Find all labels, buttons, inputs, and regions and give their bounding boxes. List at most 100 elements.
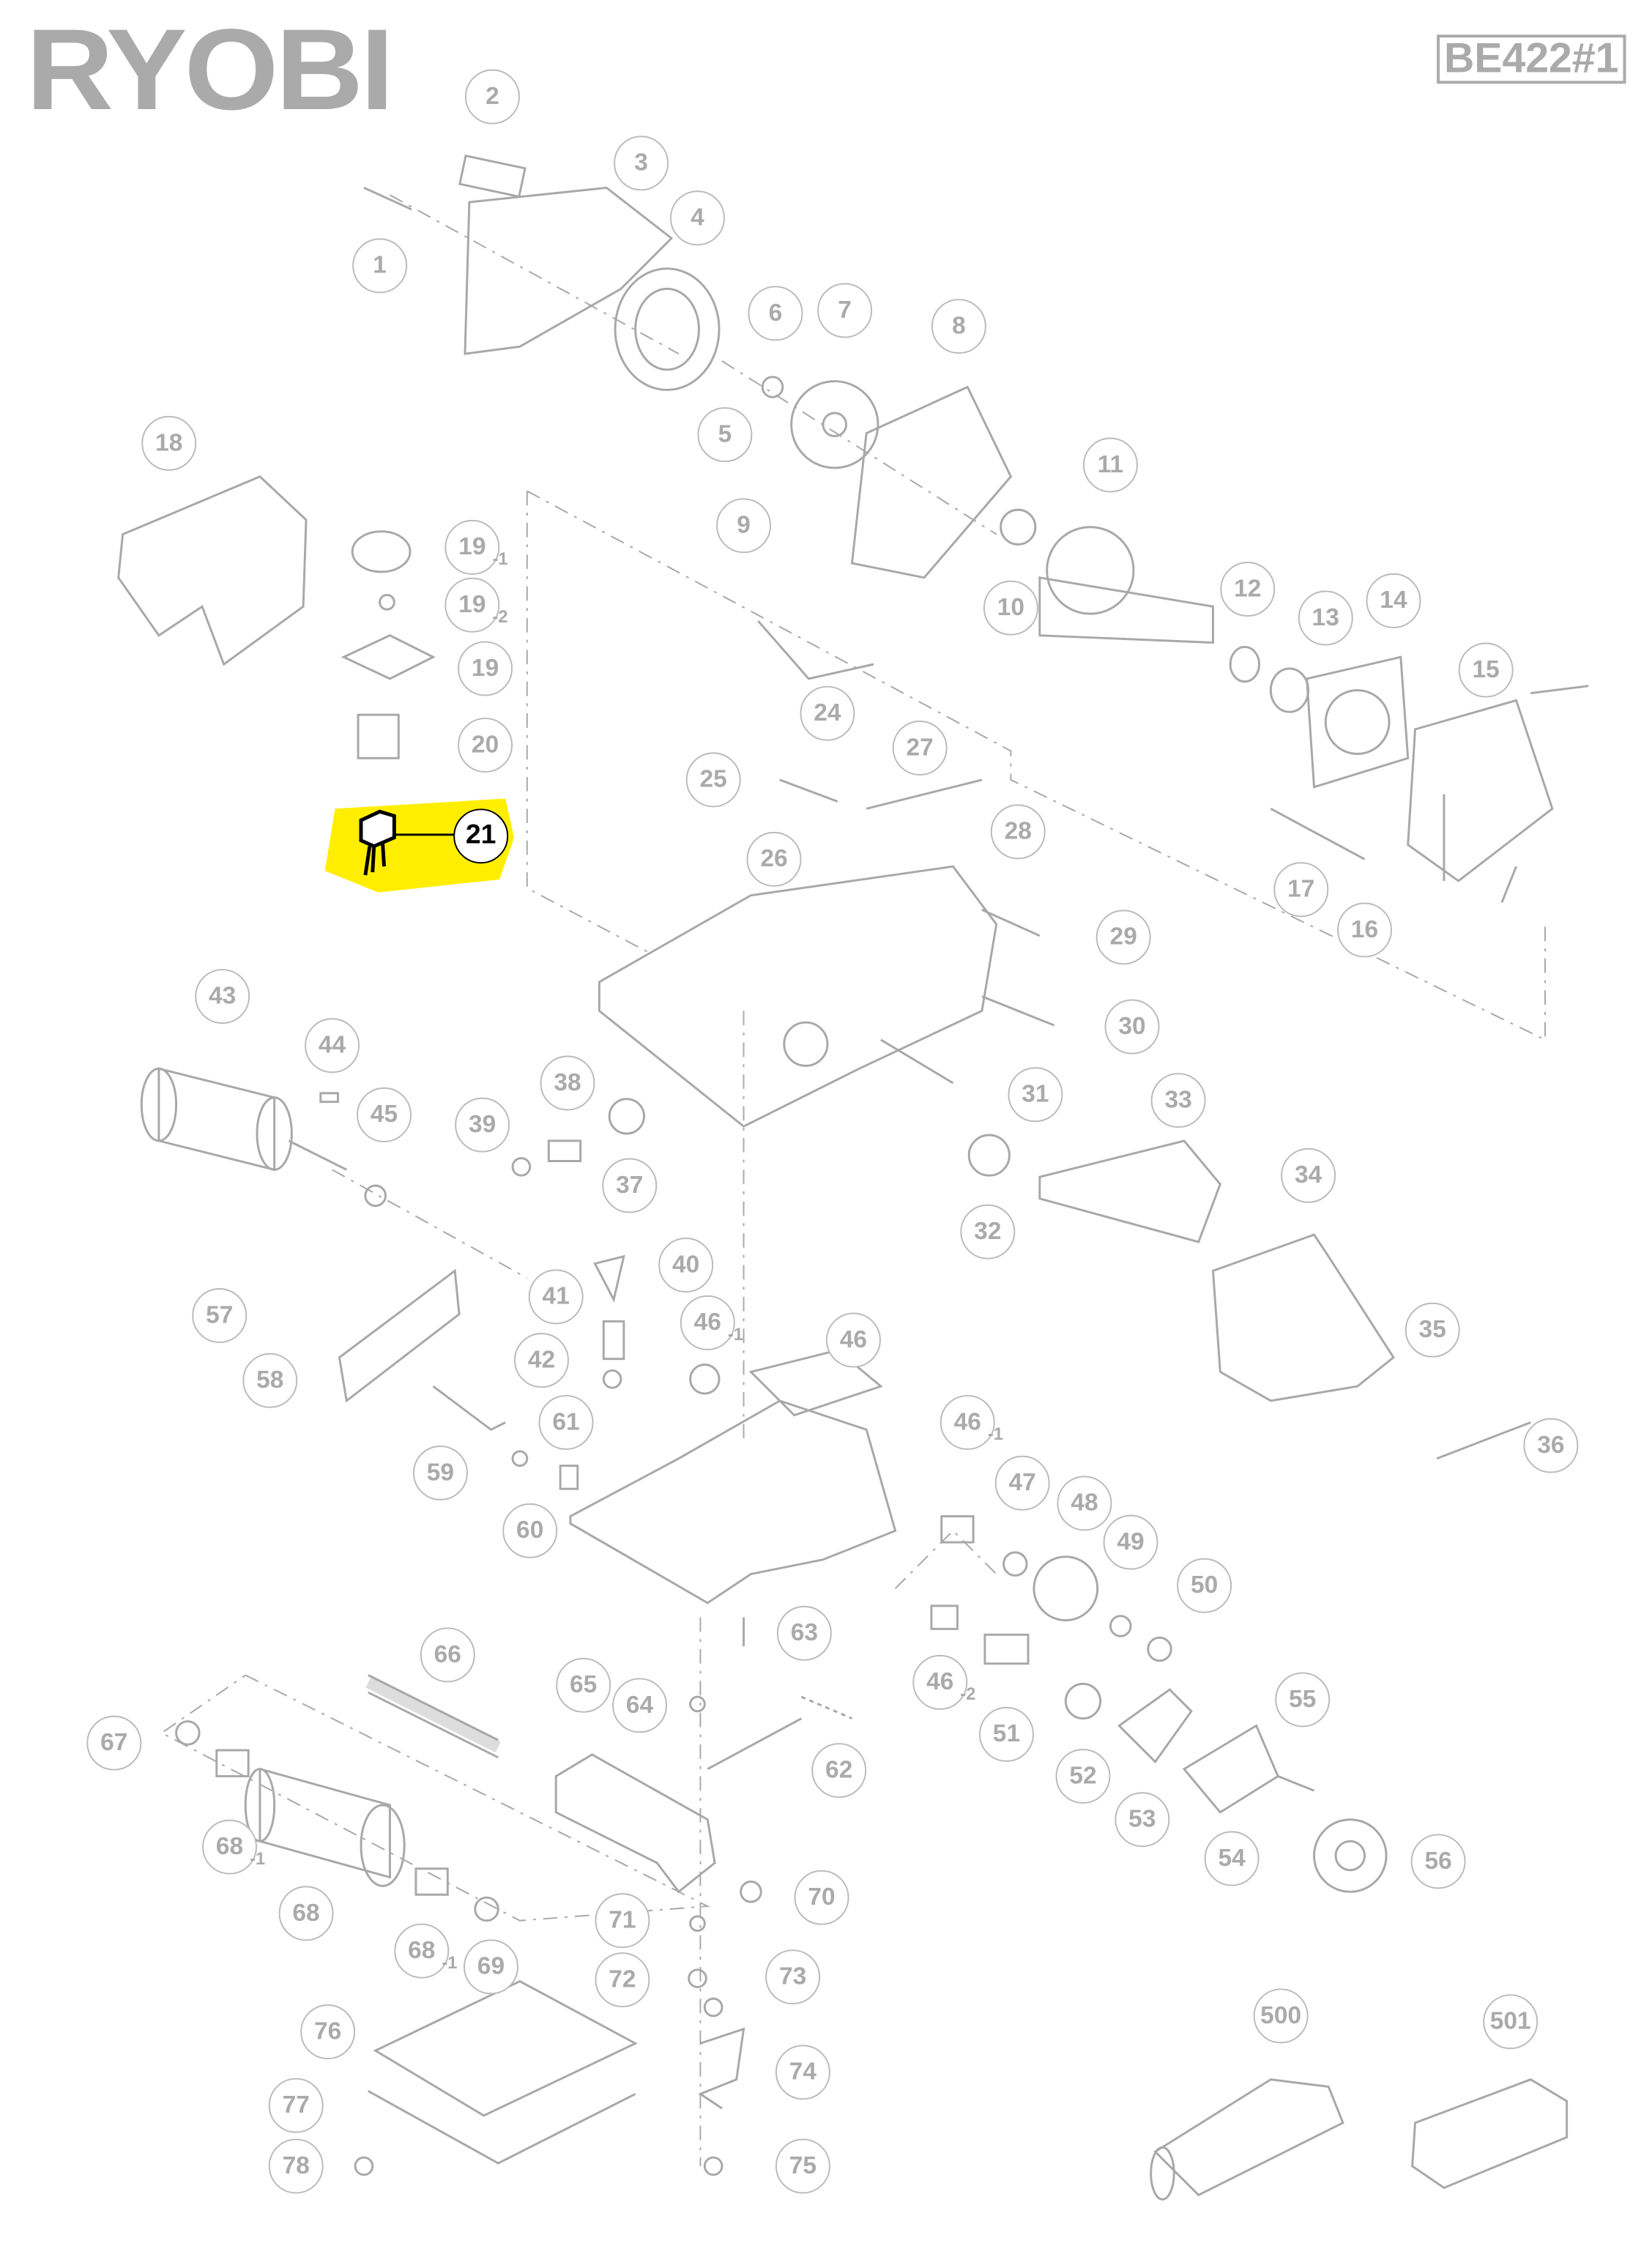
- callout-part-42[interactable]: 42: [514, 1333, 569, 1388]
- callout-part-46-2[interactable]: 46-2: [912, 1654, 975, 1710]
- callout-part-3[interactable]: 3: [614, 135, 669, 191]
- callout-part-34[interactable]: 34: [1281, 1148, 1336, 1203]
- callout-part-68-1[interactable]: 68-1: [394, 1923, 457, 1979]
- callout-suffix: -1: [442, 1952, 458, 1973]
- callout-number: 74: [789, 2058, 817, 2086]
- callout-part-40[interactable]: 40: [658, 1238, 714, 1293]
- callout-part-50[interactable]: 50: [1177, 1558, 1232, 1613]
- callout-part-45[interactable]: 45: [357, 1087, 412, 1142]
- callout-part-49[interactable]: 49: [1103, 1514, 1158, 1570]
- callout-part-501[interactable]: 501: [1483, 1994, 1538, 2050]
- callout-part-4[interactable]: 4: [670, 190, 725, 246]
- callout-part-46[interactable]: 46: [825, 1312, 881, 1368]
- callout-part-27[interactable]: 27: [892, 721, 948, 776]
- callout-part-8[interactable]: 8: [931, 299, 986, 354]
- brand-logo: RYOBI: [26, 4, 394, 134]
- callout-number: 35: [1418, 1315, 1446, 1343]
- callout-part-68-1[interactable]: 68-1: [202, 1819, 265, 1875]
- callout-part-31[interactable]: 31: [1008, 1067, 1063, 1123]
- callout-part-28[interactable]: 28: [990, 804, 1046, 860]
- callout-part-16[interactable]: 16: [1337, 902, 1393, 958]
- callout-part-56[interactable]: 56: [1410, 1834, 1466, 1889]
- callout-part-14[interactable]: 14: [1366, 573, 1421, 628]
- callout-part-55[interactable]: 55: [1275, 1672, 1331, 1727]
- callout-part-12[interactable]: 12: [1220, 562, 1276, 617]
- callout-part-9[interactable]: 9: [716, 498, 772, 554]
- callout-part-68[interactable]: 68: [278, 1886, 334, 1941]
- callout-part-37[interactable]: 37: [602, 1158, 658, 1213]
- callout-part-51[interactable]: 51: [979, 1706, 1034, 1762]
- callout-part-2[interactable]: 2: [464, 69, 520, 124]
- callout-part-62[interactable]: 62: [811, 1743, 867, 1799]
- callout-part-54[interactable]: 54: [1204, 1831, 1260, 1886]
- callout-part-19-2[interactable]: 19-2: [444, 577, 507, 633]
- callout-part-75[interactable]: 75: [775, 2138, 830, 2194]
- callout-part-39[interactable]: 39: [455, 1097, 510, 1153]
- callout-part-33[interactable]: 33: [1150, 1073, 1206, 1128]
- callout-number: 1: [373, 251, 387, 279]
- callout-part-29[interactable]: 29: [1095, 910, 1151, 965]
- callout-part-60[interactable]: 60: [502, 1503, 558, 1558]
- callout-part-57[interactable]: 57: [192, 1288, 248, 1343]
- callout-part-77[interactable]: 77: [268, 2078, 324, 2133]
- part-21-switch-capacitor: [359, 809, 457, 876]
- callout-number: 67: [100, 1728, 128, 1756]
- callout-part-52[interactable]: 52: [1055, 1749, 1111, 1804]
- callout-part-19-1[interactable]: 19-1: [444, 519, 507, 575]
- callout-part-46-1[interactable]: 46-1: [940, 1394, 1003, 1450]
- callout-part-10[interactable]: 10: [983, 580, 1038, 636]
- callout-part-74[interactable]: 74: [775, 2045, 830, 2100]
- callout-part-67[interactable]: 67: [86, 1715, 142, 1771]
- callout-part-76[interactable]: 76: [300, 2004, 356, 2060]
- callout-number: 75: [789, 2151, 817, 2179]
- callout-part-6[interactable]: 6: [748, 286, 803, 341]
- callout-part-63[interactable]: 63: [776, 1605, 832, 1661]
- callout-part-69[interactable]: 69: [464, 1939, 518, 1995]
- callout-part-44[interactable]: 44: [305, 1018, 360, 1074]
- callout-number: 42: [527, 1345, 556, 1374]
- callout-part-73[interactable]: 73: [765, 1949, 821, 2005]
- callout-part-26[interactable]: 26: [746, 831, 802, 887]
- callout-part-5[interactable]: 5: [697, 407, 753, 463]
- callout-part-32[interactable]: 32: [960, 1204, 1016, 1260]
- callout-part-15[interactable]: 15: [1458, 642, 1514, 698]
- callout-part-20[interactable]: 20: [458, 718, 513, 773]
- callout-part-47[interactable]: 47: [994, 1455, 1050, 1511]
- callout-number: 62: [825, 1755, 853, 1784]
- callout-part-17[interactable]: 17: [1273, 862, 1329, 918]
- callout-part-46-1[interactable]: 46-1: [680, 1295, 743, 1350]
- callout-part-65[interactable]: 65: [556, 1657, 611, 1713]
- callout-number: 72: [609, 1965, 636, 1993]
- callout-part-78[interactable]: 78: [268, 2138, 324, 2194]
- callout-part-71[interactable]: 71: [595, 1893, 650, 1949]
- callout-part-30[interactable]: 30: [1104, 999, 1160, 1055]
- callout-part-53[interactable]: 53: [1115, 1792, 1170, 1848]
- callout-part-1[interactable]: 1: [352, 238, 408, 294]
- callout-suffix: -1: [250, 1848, 266, 1869]
- callout-part-64[interactable]: 64: [612, 1678, 668, 1733]
- callout-part-19[interactable]: 19: [458, 641, 513, 696]
- callout-part-66[interactable]: 66: [420, 1627, 475, 1683]
- callout-part-25[interactable]: 25: [685, 752, 741, 808]
- callout-part-43[interactable]: 43: [195, 969, 250, 1024]
- callout-number: 61: [552, 1407, 580, 1436]
- callout-part-41[interactable]: 41: [528, 1269, 584, 1325]
- callout-part-24[interactable]: 24: [800, 685, 855, 741]
- callout-part-21[interactable]: 21: [453, 808, 509, 864]
- callout-part-500[interactable]: 500: [1253, 1988, 1309, 2044]
- callout-number: 53: [1128, 1805, 1156, 1833]
- callout-part-18[interactable]: 18: [141, 415, 197, 471]
- callout-part-36[interactable]: 36: [1523, 1418, 1579, 1473]
- callout-number: 60: [516, 1516, 544, 1544]
- callout-part-59[interactable]: 59: [412, 1445, 468, 1500]
- callout-part-48[interactable]: 48: [1057, 1476, 1112, 1531]
- callout-part-38[interactable]: 38: [540, 1055, 595, 1111]
- callout-part-58[interactable]: 58: [242, 1353, 298, 1408]
- callout-part-11[interactable]: 11: [1083, 437, 1138, 493]
- callout-part-35[interactable]: 35: [1404, 1302, 1460, 1358]
- callout-part-72[interactable]: 72: [595, 1952, 650, 2008]
- callout-part-61[interactable]: 61: [538, 1394, 594, 1450]
- callout-part-70[interactable]: 70: [794, 1870, 849, 1925]
- callout-part-13[interactable]: 13: [1298, 590, 1353, 646]
- callout-part-7[interactable]: 7: [817, 283, 873, 338]
